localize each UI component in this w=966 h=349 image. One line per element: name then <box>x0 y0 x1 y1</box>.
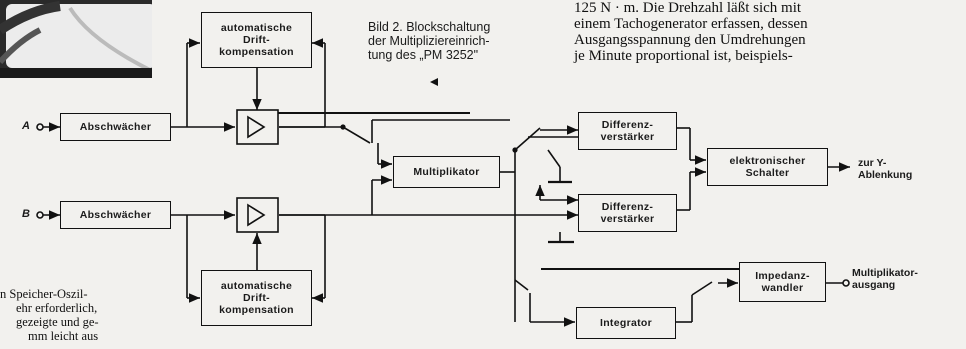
drift-compensation-top: automatische Drift- kompensation <box>201 12 312 68</box>
y-deflection-label: zur Y- Ablenkung <box>858 157 912 181</box>
output-label-line: ausgang <box>852 279 918 291</box>
output-label-line: zur Y- <box>858 157 912 169</box>
input-a-label: A <box>22 120 30 132</box>
multiplier-output-label: Multiplikator- ausgang <box>852 267 918 291</box>
electronic-switch-block: elektronischer Schalter <box>707 148 828 186</box>
block-label: Drift- <box>243 34 270 46</box>
output-label-line: Multiplikator- <box>852 267 918 279</box>
attenuator-b: Abschwächer <box>60 201 171 229</box>
drift-compensation-bottom: automatische Drift- kompensation <box>201 270 312 326</box>
block-label: automatische <box>221 22 292 34</box>
block-label: automatische <box>221 280 292 292</box>
block-label: verstärker <box>601 131 655 143</box>
block-label: Abschwächer <box>80 121 152 133</box>
block-label: Impedanz- <box>755 270 810 282</box>
block-label: Differenz- <box>602 119 653 131</box>
block-label: Schalter <box>746 167 790 179</box>
block-label: kompensation <box>219 46 294 58</box>
input-b-label: B <box>22 208 30 220</box>
multiplier-block: Multiplikator <box>393 156 500 188</box>
attenuator-a: Abschwächer <box>60 113 171 141</box>
block-label: Drift- <box>243 292 270 304</box>
block-label: Integrator <box>600 317 652 329</box>
block-label: Abschwächer <box>80 209 152 221</box>
differential-amplifier-top: Differenz- verstärker <box>578 112 677 150</box>
impedance-converter-block: Impedanz- wandler <box>739 262 826 302</box>
block-label: verstärker <box>601 213 655 225</box>
integrator-block: Integrator <box>576 307 676 339</box>
block-label: wandler <box>762 282 804 294</box>
differential-amplifier-bottom: Differenz- verstärker <box>578 194 677 232</box>
block-label: kompensation <box>219 304 294 316</box>
block-label: elektronischer <box>730 155 806 167</box>
output-label-line: Ablenkung <box>858 169 912 181</box>
block-label: Multiplikator <box>413 166 479 178</box>
block-label: Differenz- <box>602 201 653 213</box>
